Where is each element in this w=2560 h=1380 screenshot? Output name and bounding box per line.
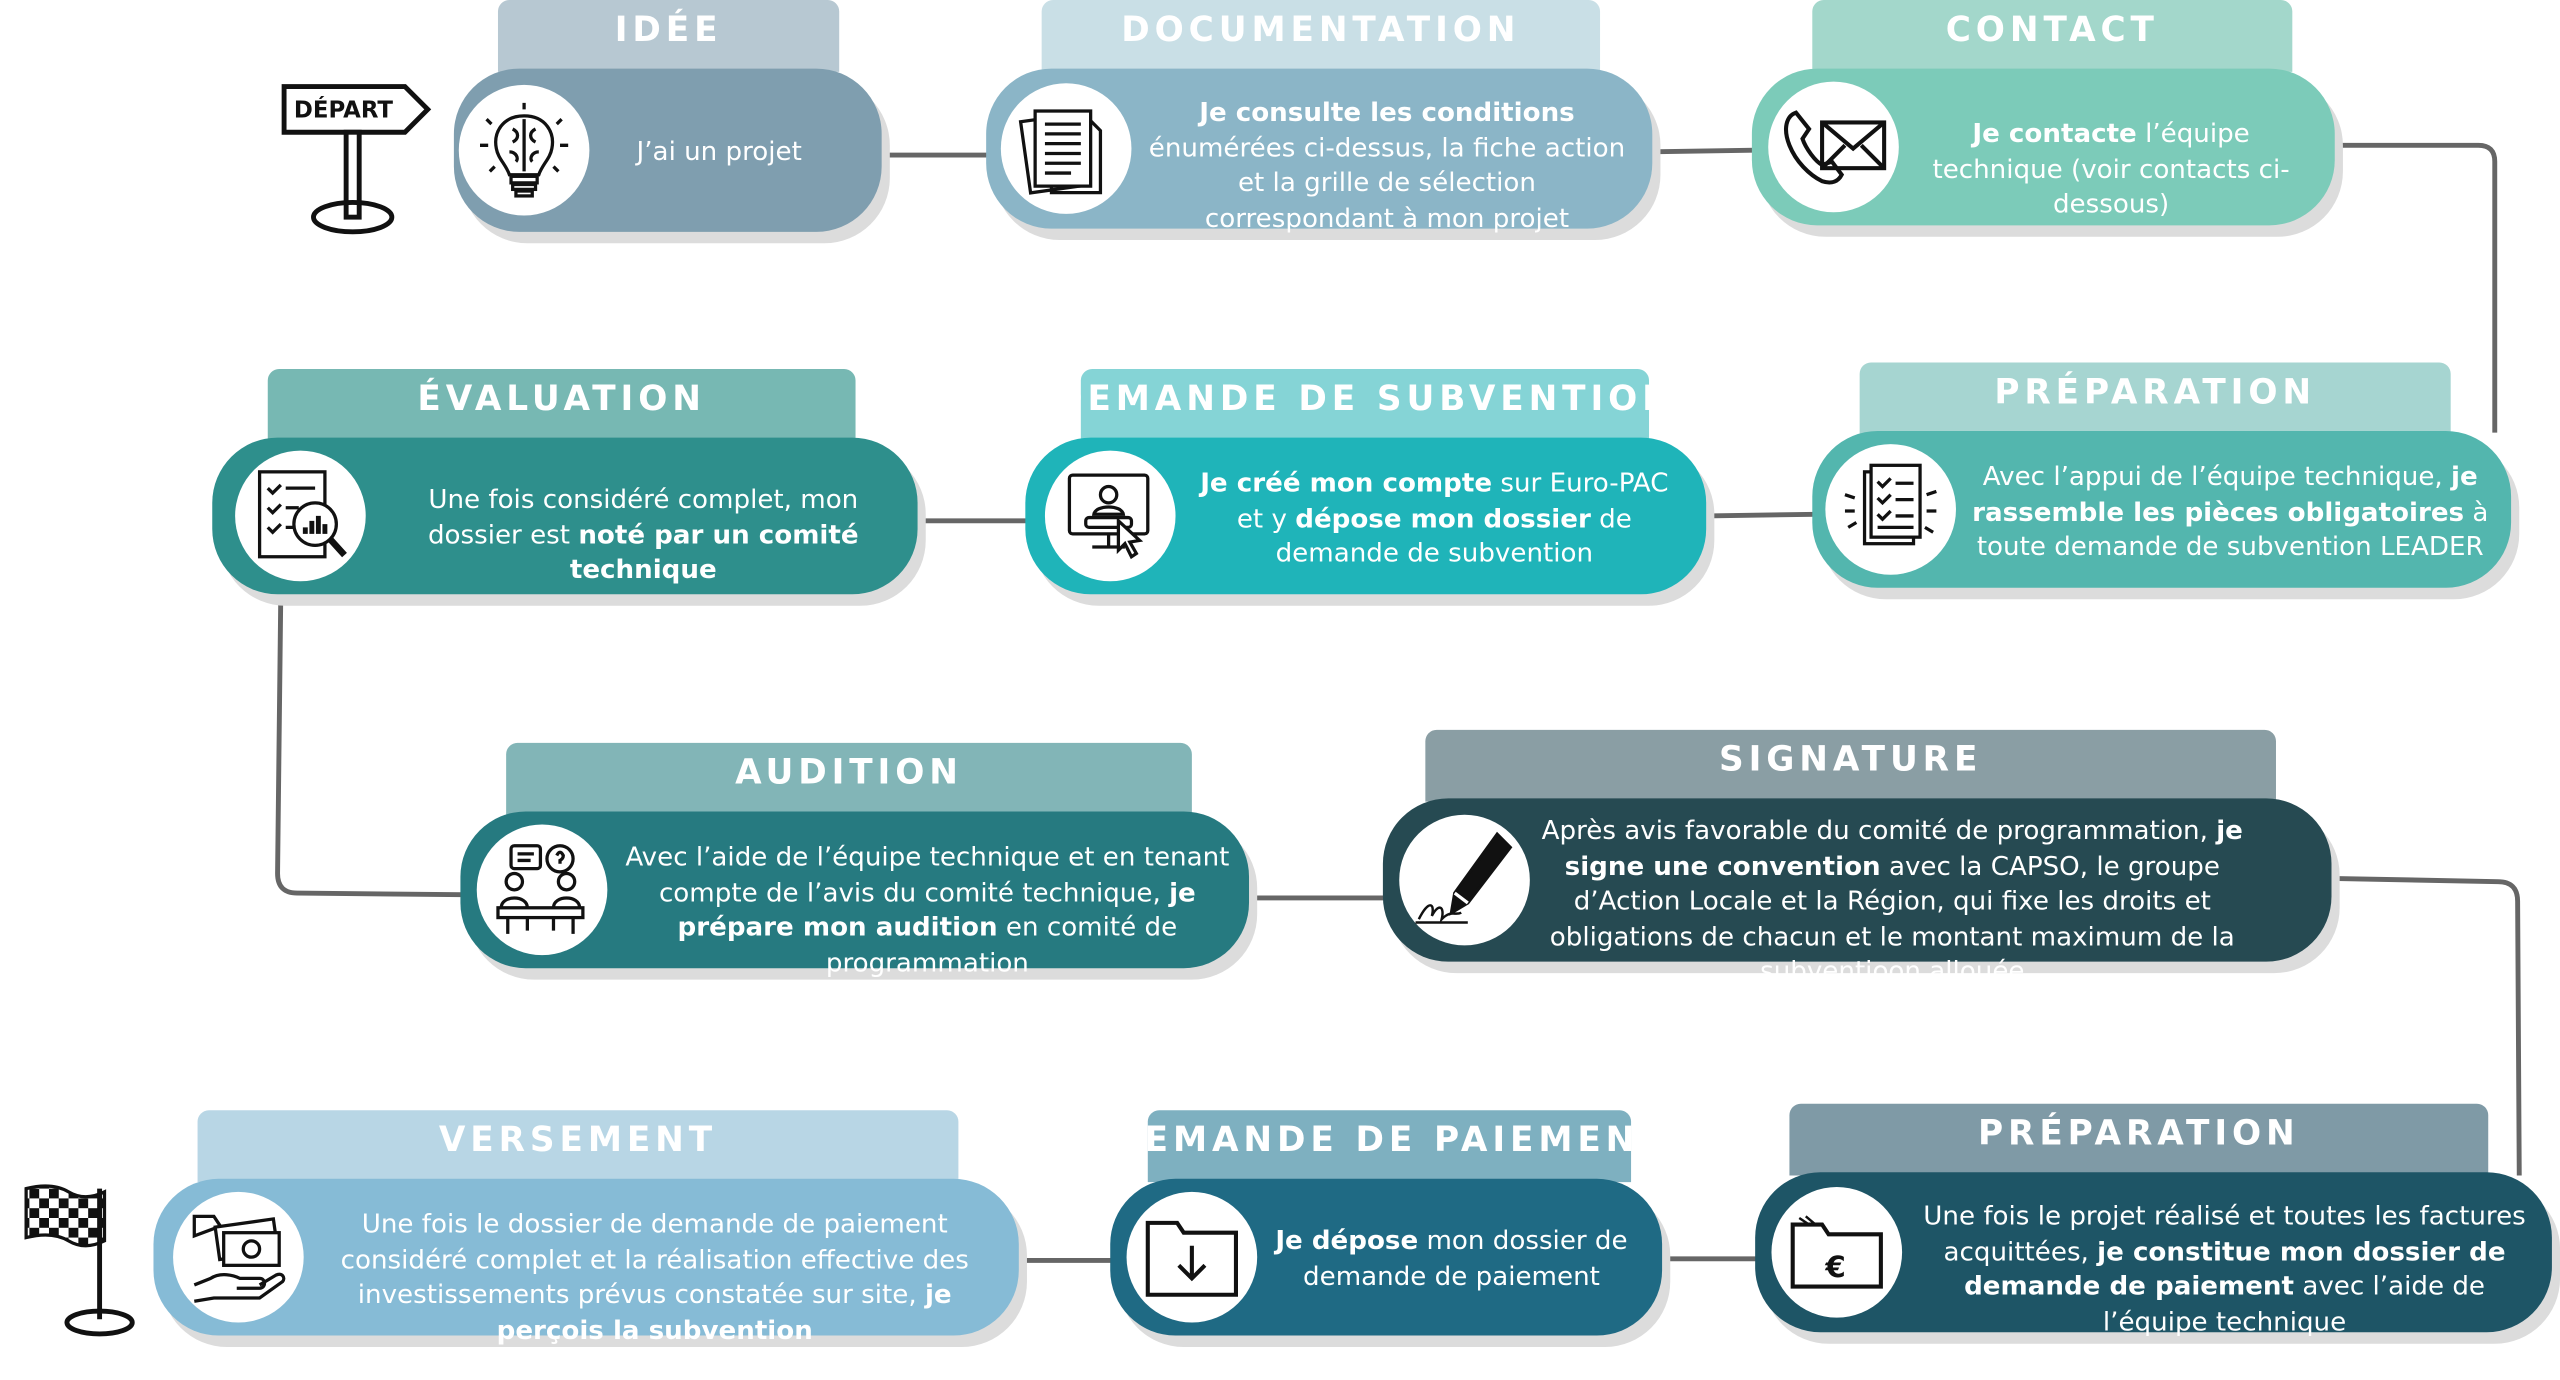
step-signature-bold: je signe une convention (1564, 814, 2243, 881)
step-preparation2-card: € Une fois le projet réalisé et toutes l… (1755, 1172, 2552, 1336)
step-evaluation-text: Une fois considéré complet, mon dossier … (389, 482, 898, 587)
step-subvention-text: Je créé mon compte sur Euro-PAC et y dép… (1194, 465, 1676, 570)
folder-download-icon (1126, 1191, 1258, 1323)
pen-signature-icon (1399, 814, 1530, 946)
step-evaluation-title: ÉVALUATION (267, 368, 856, 441)
meeting-icon (476, 824, 608, 956)
finish-flag (20, 1179, 138, 1342)
step-documentation-rest: énumérées ci-dessus, la fiche action et … (1148, 131, 1626, 233)
step-documentation-bold: Je consulte les conditions (1199, 96, 1575, 128)
step-idee-card: J’ai un projet (453, 68, 882, 232)
step-audition-pre: Avec l’aide de l’équipe technique et en … (625, 840, 1230, 907)
step-audition-bold: je prépare mon audition (677, 875, 1196, 943)
euro-folder-icon: € (1771, 1186, 1903, 1318)
step-preparation2-bold: je constitue mon dossier de demande de p… (1964, 1235, 2506, 1302)
step-versement-bold: je perçois la subvention (496, 1278, 952, 1345)
signpost-icon (281, 84, 432, 235)
step-subvention-mid: sur Euro-PAC et y (1236, 466, 1669, 534)
step-preparation1-card: Avec l’appui de l’équipe technique, je r… (1812, 431, 2512, 588)
lightbulb-brain-icon (458, 84, 590, 216)
step-audition-text: Avec l’aide de l’équipe technique et en … (624, 839, 1231, 979)
step-subvention-title: DEMANDE DE SUBVENTION (1054, 368, 1671, 441)
step-documentation-card: Je consulte les conditions énumérées ci-… (986, 68, 1653, 233)
step-versement-pre: Une fois le dossier de demande de paieme… (340, 1208, 969, 1310)
step-idee-text: J’ai un projet (636, 135, 802, 167)
step-preparation2-text: Une fois le projet réalisé et toutes les… (1910, 1198, 2539, 1338)
step-signature-card: Après avis favorable du comité de progra… (1382, 798, 2332, 986)
checklist-icon (1825, 444, 1956, 575)
step-contact-bold: Je contacte (1972, 117, 2137, 149)
step-idee-title: IDÉE (497, 0, 840, 72)
start-signpost: DÉPART (278, 78, 435, 241)
step-versement-title: VERSEMENT (197, 1110, 959, 1183)
step-audition-card: Avec l’aide de l’équipe technique et en … (460, 811, 1250, 977)
step-signature-title: SIGNATURE (1425, 729, 2276, 802)
money-hand-icon (173, 1191, 304, 1323)
step-contact-rest: l’équipe technique (voir contacts ci-des… (1932, 117, 2290, 219)
step-versement-text: Une fois le dossier de demande de paieme… (313, 1207, 995, 1347)
step-documentation-text: Je consulte les conditions énumérées ci-… (1146, 95, 1628, 235)
step-subvention-card: Je créé mon compte sur Euro-PAC et y dép… (1025, 437, 1707, 595)
step-evaluation-pre: Une fois considéré complet, mon dossier … (427, 483, 859, 550)
step-versement-card: Une fois le dossier de demande de paieme… (153, 1178, 1019, 1345)
step-subvention-bold1: Je créé mon compte (1200, 466, 1493, 498)
step-preparation1-text: Avec l’appui de l’équipe technique, je r… (1967, 459, 2493, 564)
step-signature-pre: Après avis favorable du comité de progra… (1541, 814, 2217, 846)
step-evaluation-bold: noté par un comité technique (569, 518, 859, 585)
step-audition-title: AUDITION (506, 742, 1192, 815)
step-preparation1-pre: Avec l’appui de l’équipe technique, (1982, 460, 2452, 492)
analysis-magnifier-icon (235, 450, 366, 582)
step-subvention-rest: de demande de subvention (1275, 502, 1632, 569)
step-preparation2-rest: avec l’aide de l’équipe technique (2102, 1270, 2485, 1337)
step-paiement-bold: Je dépose (1275, 1224, 1419, 1256)
step-paiement-rest: mon dossier de demande de paiement (1303, 1224, 1628, 1291)
step-contact-title: CONTACT (1812, 0, 2293, 72)
documents-icon (1000, 83, 1132, 214)
step-preparation2-pre: Une fois le projet réalisé et toutes les… (1923, 1200, 2526, 1267)
step-preparation1-bold: je rassemble les pièces obligatoires (1972, 460, 2478, 527)
start-label: DÉPART (293, 97, 393, 125)
step-signature-text: Après avis favorable du comité de progra… (1533, 813, 2251, 989)
step-signature-rest: avec la CAPSO, le groupe d’Action Locale… (1549, 849, 2235, 987)
step-documentation-title: DOCUMENTATION (1041, 0, 1601, 72)
step-subvention-bold2: dépose mon dossier (1295, 502, 1591, 534)
checkered-flag-icon (24, 1184, 135, 1337)
step-preparation1-rest: à toute demande de subvention LEADER (1976, 495, 2489, 562)
step-paiement-title: DEMANDE DE PAIEMENT (1111, 1110, 1663, 1183)
step-audition-rest: en comité de programmation (825, 911, 1178, 978)
step-evaluation-card: Une fois considéré complet, mon dossier … (212, 437, 918, 595)
step-contact-text: Je contacte l’équipe technique (voir con… (1912, 116, 2310, 221)
step-preparation2-title: PRÉPARATION (1789, 1103, 2489, 1176)
step-paiement-text: Je dépose mon dossier de demande de paie… (1274, 1223, 1630, 1293)
step-paiement-card: Je dépose mon dossier de demande de paie… (1110, 1178, 1663, 1336)
computer-user-icon (1044, 450, 1176, 582)
step-contact-card: Je contacte l’équipe technique (voir con… (1751, 68, 2335, 226)
svg-text:€: € (1824, 1250, 1845, 1284)
phone-envelope-icon (1768, 81, 1899, 213)
step-preparation1-title: PRÉPARATION (1859, 362, 2451, 435)
